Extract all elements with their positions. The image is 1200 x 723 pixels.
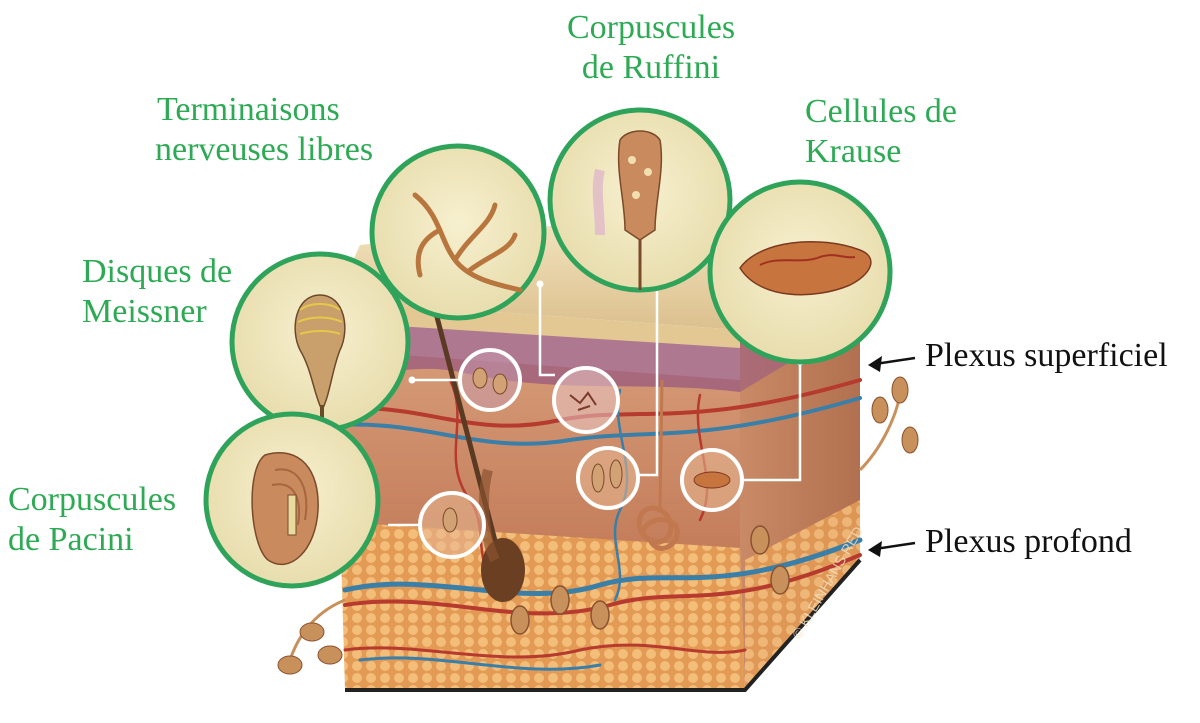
label-plexus-superficiel: Plexus superficiel [925,336,1168,376]
label-free-nerve-endings: Terminaisons nerveuses libres [155,90,373,170]
callout-free-endings-small [554,368,618,432]
label-pacini: Corpuscules de Pacini [8,480,176,560]
callout-ruffini-small [578,448,638,508]
callout-meissner-small [460,350,520,410]
label-plexus-profond: Plexus profond [925,522,1132,562]
inset-ruffini [550,110,730,290]
label-krause: Cellules de Krause [805,92,957,172]
callout-pacini-small [420,493,484,557]
inset-meissner [232,254,408,430]
inset-pacini [206,414,378,586]
outer-nerve-bulbs-left [278,600,345,674]
hypodermis-layer [340,520,745,690]
callout-krause-small [682,450,742,510]
label-meissner: Disques de Meissner [82,252,232,332]
inset-free-nerve-endings [372,146,544,318]
label-ruffini: Corpuscules de Ruffini [556,8,746,88]
outer-nerve-bulbs-right [860,377,918,470]
inset-krause [710,182,890,362]
